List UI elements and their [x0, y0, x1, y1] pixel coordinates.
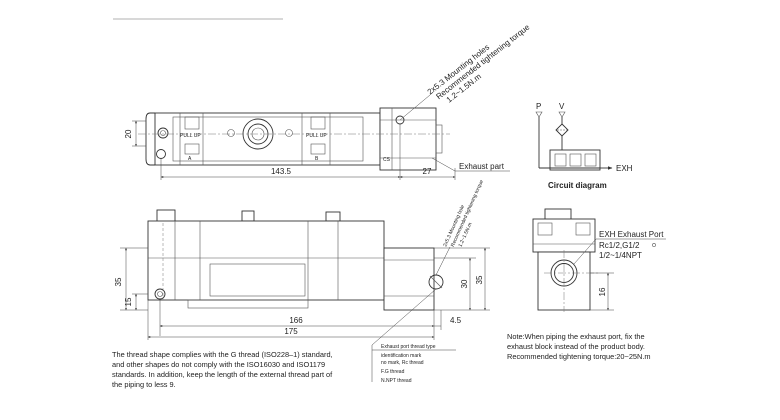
dim-20-top: 20: [124, 129, 133, 138]
dim-175: 175: [284, 327, 298, 336]
port-id-note-2: identification mark: [381, 353, 422, 359]
thread-note-line-1: The thread shape complies with the G thr…: [112, 350, 333, 359]
exh-port-title: EXH Exhaust Port: [599, 230, 664, 239]
circuit-diagram: P V EXH Circuit diagram: [535, 102, 633, 190]
piping-note: Note:When piping the exhaust port, fix t…: [507, 332, 651, 361]
dim-35-right: 35: [475, 275, 484, 284]
port-id-note-1: Exhaust port thread type: [381, 344, 436, 350]
front-view-exhaust-block: [383, 247, 435, 311]
side-view: 16 EXH Exhaust Port Rc1/2,G1/2 1/2~1/4NP…: [532, 208, 666, 312]
mark-a: A: [188, 156, 192, 162]
top-view: PULL UP PULL UP A B CS 20 143.5 27 2x5.3…: [124, 22, 532, 180]
dim-166: 166: [289, 316, 303, 325]
exh-thread-1: Rc1/2,G1/2: [599, 241, 640, 250]
pullup-label-left: PULL UP: [180, 133, 201, 139]
circuit-p-label: P: [536, 102, 541, 111]
piping-note-line-3: Recommended tightening torque:20~25N.m: [507, 352, 651, 361]
dim-143-5: 143.5: [271, 167, 292, 176]
dim-15: 15: [124, 297, 133, 306]
front-view: 35 15 30 35 166 4.5 175 2x5.3 Mounting h…: [114, 179, 490, 384]
dim-35-left: 35: [114, 277, 123, 286]
front-view-body: [147, 220, 385, 301]
port-id-note-5: N.NPT thread: [381, 378, 412, 384]
circuit-caption: Circuit diagram: [548, 181, 607, 190]
mark-cs: CS: [383, 157, 391, 163]
top-mounting-note-2: Recommended tightening torque: [434, 22, 531, 101]
dim-27: 27: [423, 167, 432, 176]
top-view-body: [154, 112, 381, 166]
port-id-note-3: no mark, Rc thread: [381, 360, 424, 366]
circuit-exh-label: EXH: [616, 164, 633, 173]
dim-4-5: 4.5: [450, 316, 462, 325]
thread-note-line-3: standards. In addition, keep the length …: [112, 370, 333, 379]
port-id-note-4: F.G thread: [381, 369, 405, 375]
dim-16: 16: [598, 287, 607, 296]
piping-note-line-1: Note:When piping the exhaust port, fix t…: [507, 332, 645, 341]
exh-thread-2: 1/2~1/4NPT: [599, 251, 642, 260]
pullup-label-right: PULL UP: [306, 133, 327, 139]
top-view-exhaust-block: [379, 107, 437, 171]
thread-note: The thread shape complies with the G thr…: [112, 350, 333, 389]
circuit-v-label: V: [559, 102, 565, 111]
thread-note-line-2: and other shapes do not comply with the …: [112, 360, 325, 369]
dim-30: 30: [460, 279, 469, 288]
exhaust-part-label: Exhaust part: [459, 162, 505, 171]
thread-note-line-4: the piping to less 9.: [112, 380, 176, 389]
side-view-body: [532, 218, 596, 253]
piping-note-line-2: exhaust block instead of the product bod…: [507, 342, 645, 351]
mark-b: B: [315, 156, 319, 162]
